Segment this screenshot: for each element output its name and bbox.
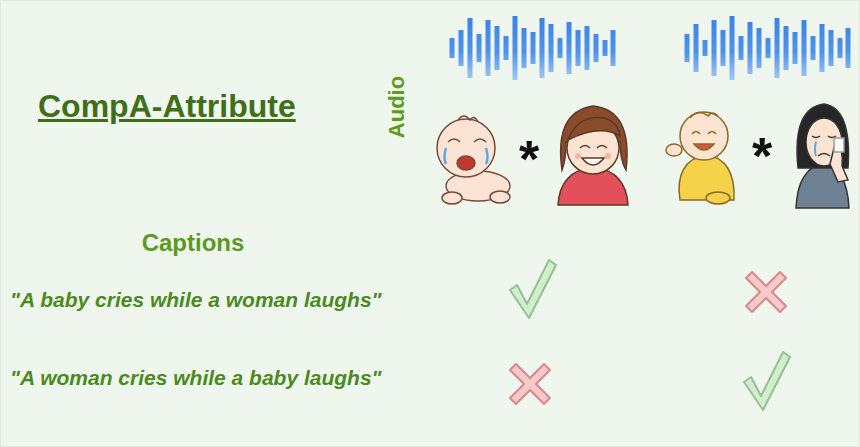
laughing-baby: [666, 112, 734, 204]
crying-woman: [818, 154, 830, 157]
laughing-woman: [582, 158, 604, 165]
axis-label: Audio: [384, 76, 409, 138]
mix-symbol: *: [519, 130, 539, 190]
laughing-baby: [690, 112, 718, 118]
laughing-woman: [575, 153, 581, 159]
laughing-woman: [568, 117, 620, 140]
laughing-baby: [692, 132, 716, 135]
crying-baby: [490, 191, 510, 203]
crying-baby: [442, 192, 462, 204]
audio-waveform: [452, 16, 613, 80]
audio-waveform: [452, 16, 848, 80]
crying-woman: [834, 138, 844, 152]
crying-baby: [457, 156, 475, 170]
laughing-baby: [694, 144, 714, 150]
caption-text: "A woman cries while a baby laughs": [10, 366, 382, 390]
crying-woman: [796, 104, 849, 208]
laughing-woman: [558, 106, 628, 205]
caption-text: "A baby cries while a woman laughs": [10, 288, 382, 312]
crying-woman: [812, 136, 836, 138]
crying-baby: [437, 116, 510, 204]
laughing-baby: [680, 112, 728, 160]
crying-baby: [458, 116, 478, 122]
laughing-woman: [580, 146, 607, 149]
cross-mark: [746, 272, 786, 312]
check-mark: [510, 260, 790, 410]
diagram-title: CompA-Attribute: [38, 88, 296, 125]
audio-waveform: [687, 16, 848, 80]
laughing-woman: [605, 153, 611, 159]
mix-symbol: *: [752, 127, 772, 187]
laughing-baby: [666, 144, 682, 156]
check-mark: [510, 260, 556, 318]
crying-woman: [815, 142, 816, 156]
crying-baby: [448, 139, 486, 142]
cross-mark: [510, 272, 786, 404]
laughing-baby: [706, 192, 730, 204]
crying-baby: [437, 119, 495, 177]
crying-baby: [445, 148, 488, 164]
check-mark: [744, 352, 790, 410]
cross-mark: [510, 364, 550, 404]
section-heading: Captions: [142, 229, 245, 257]
